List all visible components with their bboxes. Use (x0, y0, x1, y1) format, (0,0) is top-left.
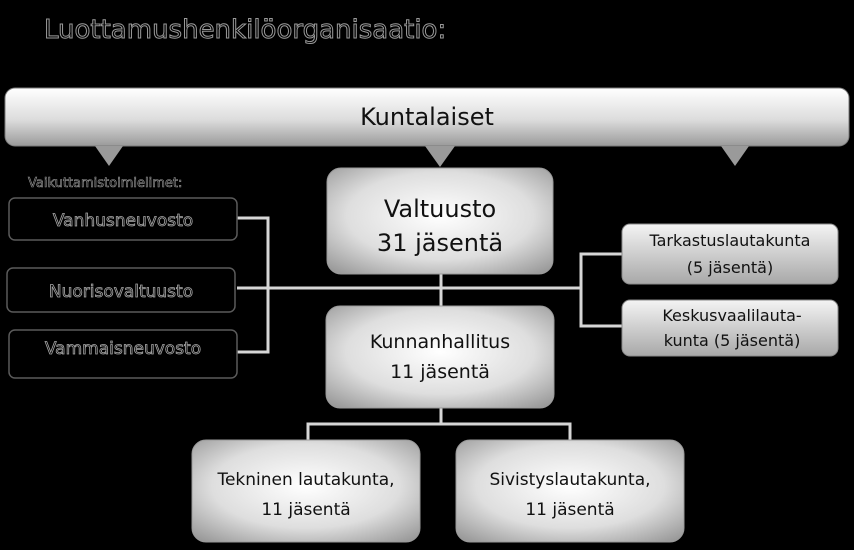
body-disability-council-label: Vammaisneuvosto (45, 339, 201, 359)
education-committee-members: 11 jäsentä (525, 500, 614, 520)
pointer-center (425, 146, 455, 167)
election-board-name: Keskusvaalilauta- (662, 306, 801, 325)
technical-committee-box: Tekninen lautakunta, 11 jäsentä (191, 439, 421, 543)
audit-committee-name: Tarkastuslautakunta (649, 231, 811, 250)
election-board-box: Keskusvaalilauta- kunta (5 jäsentä) (621, 299, 839, 357)
body-youth-council: Nuorisovaltuusto (6, 267, 236, 313)
pointer-left (95, 146, 123, 166)
technical-committee-members: 11 jäsentä (261, 500, 350, 520)
body-disability-council: Vammaisneuvosto (8, 329, 238, 379)
diagram-title: Luottamushenkilöorganisaatio: (44, 15, 446, 45)
body-youth-council-label: Nuorisovaltuusto (49, 282, 193, 302)
citizens-band: Kuntalaiset (4, 87, 850, 167)
election-board-members: kunta (5 jäsentä) (664, 331, 801, 350)
connector-lines (237, 216, 622, 442)
influence-label: Vaikuttamistoimielimet: (28, 176, 182, 191)
citizens-label: Kuntalaiset (360, 103, 494, 131)
board-box: Kunnanhallitus 11 jäsentä (325, 305, 555, 409)
education-committee-box: Sivistyslautakunta, 11 jäsentä (455, 439, 685, 543)
audit-committee-members: (5 jäsentä) (687, 258, 773, 277)
board-members: 11 jäsentä (390, 361, 490, 383)
body-elderly-council-label: Vanhusneuvosto (53, 211, 193, 231)
technical-committee-name: Tekninen lautakunta, (216, 470, 394, 490)
education-committee-name: Sivistyslautakunta, (489, 470, 650, 490)
audit-committee-box: Tarkastuslautakunta (5 jäsentä) (621, 223, 839, 285)
council-name: Valtuusto (384, 195, 496, 223)
council-box: Valtuusto 31 jäsentä (326, 167, 554, 275)
pointer-right (721, 146, 749, 166)
left-bodies: Vanhusneuvosto Nuorisovaltuusto Vammaisn… (6, 197, 238, 379)
council-members: 31 jäsentä (377, 229, 503, 257)
body-elderly-council: Vanhusneuvosto (8, 197, 238, 241)
board-name: Kunnanhallitus (370, 331, 510, 353)
